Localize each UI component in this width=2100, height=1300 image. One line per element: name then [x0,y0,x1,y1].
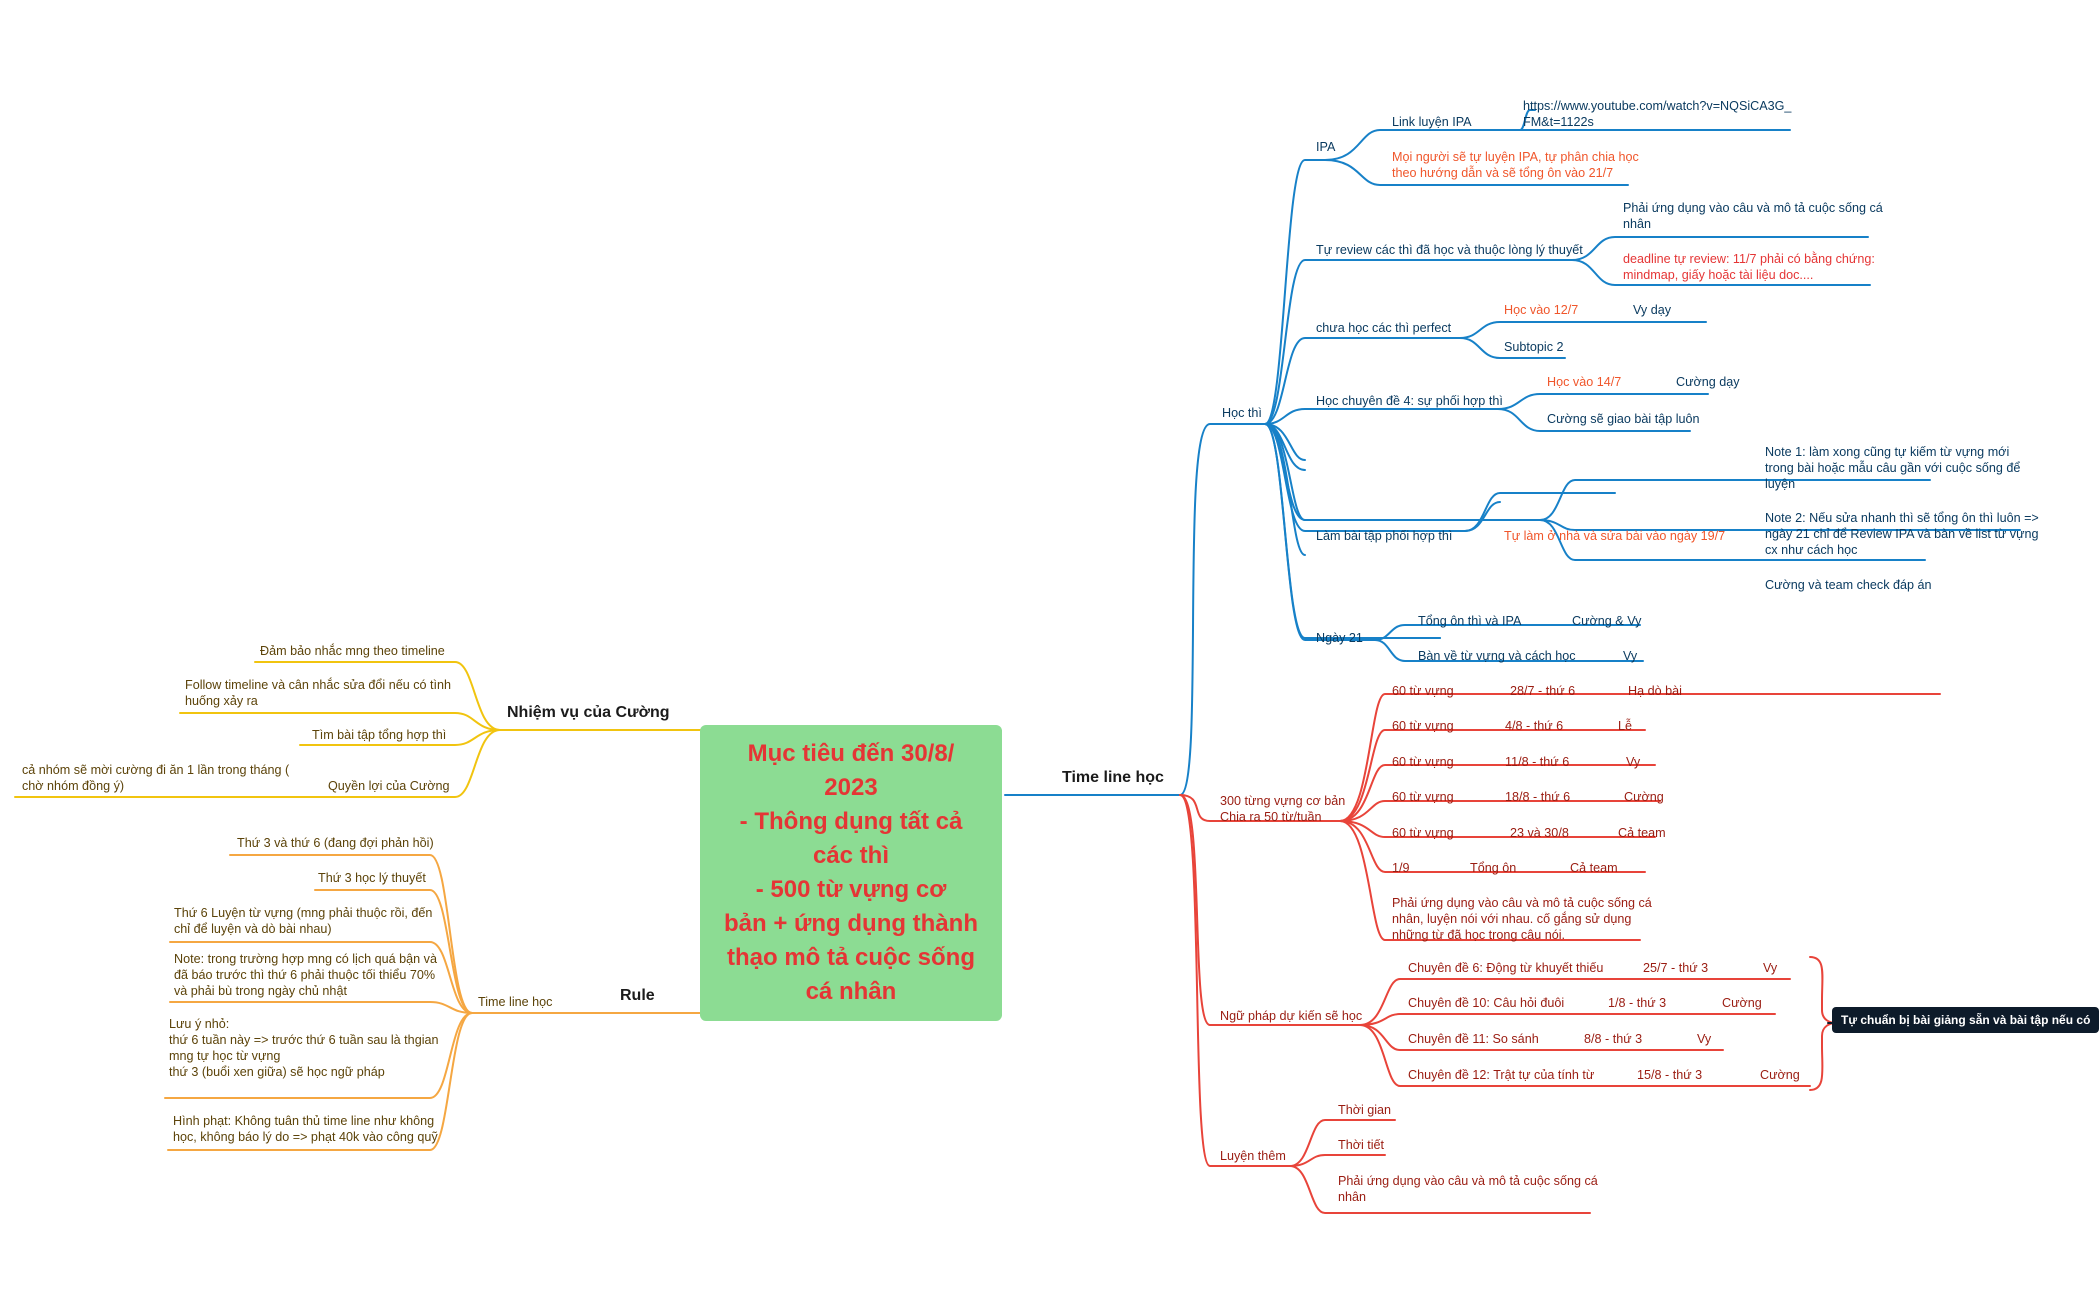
rule-item-6[interactable]: Hình phạt: Không tuân thủ time line như … [173,1114,438,1144]
review-deadline[interactable]: deadline tự review: 11/7 phải có bằng ch… [1623,252,1875,282]
grammar-row-2-who[interactable]: Cường [1722,996,1762,1010]
branch-duty-title[interactable]: Nhiệm vụ của Cường [507,704,670,721]
rule-item-2[interactable]: Thứ 3 học lý thuyết [318,871,426,885]
grammar-summary-tag[interactable]: Tự chuẩn bị bài giảng sẵn và bài tập nếu… [1832,1007,2100,1033]
vocab-row-2-who[interactable]: Lễ [1618,719,1633,733]
ngay-21-who-1[interactable]: Cường & Vy [1572,614,1642,628]
ngay-21-item-2[interactable]: Bàn về từ vựng và cách học [1418,649,1576,663]
vocab-row-6-what[interactable]: Tổng ôn [1470,861,1517,875]
bai-tap-note-3[interactable]: Cường và team check đáp án [1765,578,1932,592]
duty-item-1[interactable]: Đảm bảo nhắc mng theo timeline [260,644,445,658]
duty-item-4[interactable]: Quyền lợi của Cường [328,779,450,793]
vocab-row-5-date[interactable]: 23 và 30/8 [1510,826,1569,840]
branch-rule-title[interactable]: Rule [620,987,655,1004]
topic-bai-tap[interactable]: Làm bài tập phối hợp thì [1316,529,1453,543]
vocab-row-4-count[interactable]: 60 từ vựng [1392,790,1454,804]
vocab-row-1-count[interactable]: 60 từ vựng [1392,684,1454,698]
topic-ngay-21[interactable]: Ngày 21 [1316,631,1363,645]
grammar-row-2-date[interactable]: 1/8 - thứ 3 [1608,996,1667,1010]
grammar-row-4-date[interactable]: 15/8 - thứ 3 [1637,1068,1703,1082]
luyen-them-item-3[interactable]: Phải ứng dụng vào câu và mô tả cuộc sống… [1338,1174,1598,1204]
luyen-them-item-1[interactable]: Thời gian [1338,1103,1392,1117]
vocab-row-3-date[interactable]: 11/8 - thứ 6 [1505,755,1570,769]
vocab-row-3-count[interactable]: 60 từ vựng [1392,755,1454,769]
vocab-row-5-who[interactable]: Cả team [1618,826,1666,840]
ipa-note[interactable]: Mọi người sẽ tự luyện IPA, tự phân chia … [1392,150,1639,180]
grammar-row-1-date[interactable]: 25/7 - thứ 3 [1643,961,1709,975]
ngay-21-who-2[interactable]: Vy [1623,649,1638,663]
chuyen-de-4-date[interactable]: Học vào 14/7 [1547,375,1622,389]
topic-vocab[interactable]: 300 từng vựng cơ bản Chia ra 50 từ/tuần [1220,794,1346,824]
rule-item-3[interactable]: Thứ 6 Luyện từ vựng (mng phải thuộc rồi,… [174,906,433,936]
chuyen-de-4-note[interactable]: Cường sẽ giao bài tập luôn [1547,412,1700,426]
grammar-row-3-who[interactable]: Vy [1697,1032,1712,1046]
topic-grammar[interactable]: Ngữ pháp dự kiến sẽ học [1220,1009,1363,1023]
perfect-who[interactable]: Vy dạy [1633,303,1672,317]
topic-ipa-link[interactable]: Link luyện IPA [1392,115,1472,129]
vocab-row-3-who[interactable]: Vy [1626,755,1641,769]
link-timeline-hocthi [1179,423,1266,796]
grammar-row-4-who[interactable]: Cường [1760,1068,1800,1082]
ngay-21-item-1[interactable]: Tổng ôn thì và IPA [1418,614,1522,628]
vocab-row-4-who[interactable]: Cường [1624,790,1664,804]
bai-tap-note-2[interactable]: Note 2: Nếu sửa nhanh thì sẽ tổng ôn thì… [1765,511,2039,557]
chuyen-de-4-who[interactable]: Cường dạy [1676,375,1740,389]
vocab-apply[interactable]: Phải ứng dụng vào câu và mô tả cuộc sống… [1392,896,1652,942]
vocab-row-6-date[interactable]: 1/9 [1392,861,1410,875]
grammar-row-3-topic[interactable]: Chuyên đề 11: So sánh [1408,1032,1539,1046]
bai-tap-note-1[interactable]: Note 1: làm xong cũng tự kiếm từ vựng mớ… [1765,445,2021,491]
duty-item-2[interactable]: Follow timeline và cân nhắc sửa đổi nếu … [185,678,452,708]
grammar-row-2-topic[interactable]: Chuyên đề 10: Câu hỏi đuôi [1408,996,1565,1010]
grammar-row-1-who[interactable]: Vy [1763,961,1778,975]
rule-sub[interactable]: Time line học [478,995,553,1009]
vocab-row-6-who[interactable]: Cả team [1570,861,1618,875]
perfect-date[interactable]: Học vào 12/7 [1504,303,1579,317]
grammar-row-4-topic[interactable]: Chuyên đề 12: Trật tự của tính từ [1408,1068,1595,1082]
grammar-row-3-date[interactable]: 8/8 - thứ 3 [1584,1032,1643,1046]
duty-benefit[interactable]: cả nhóm sẽ mời cường đi ăn 1 lần trong t… [22,763,290,793]
topic-perfect[interactable]: chưa học các thì perfect [1316,321,1452,335]
bai-tap-self[interactable]: Tự làm ở nhà và sửa bài vào ngày 19/7 [1504,529,1726,543]
topic-review[interactable]: Tự review các thì đã học và thuộc lòng l… [1316,243,1583,257]
topic-luyen-them[interactable]: Luyện thêm [1220,1149,1286,1163]
ipa-url[interactable]: https://www.youtube.com/watch?v=NQSiCA3G… [1523,99,1792,129]
branch-timeline-title[interactable]: Time line học [1062,769,1164,786]
vocab-row-5-count[interactable]: 60 từ vựng [1392,826,1454,840]
vocab-row-2-date[interactable]: 4/8 - thứ 6 [1505,719,1564,733]
vocab-row-1-who[interactable]: Hạ dò bài [1628,684,1682,698]
rule-item-1[interactable]: Thứ 3 và thứ 6 (đang đợi phản hồi) [237,836,434,850]
topic-ipa[interactable]: IPA [1316,140,1336,154]
vocab-row-2-count[interactable]: 60 từ vựng [1392,719,1454,733]
luyen-them-item-2[interactable]: Thời tiết [1338,1138,1385,1152]
grammar-row-1-topic[interactable]: Chuyên đề 6: Động từ khuyết thiếu [1408,961,1604,975]
central-topic[interactable]: Mục tiêu đến 30/8/ 2023 - Thông dụng tất… [700,725,1002,1021]
topic-hoc-thi[interactable]: Học thì [1222,406,1262,420]
perfect-subtopic[interactable]: Subtopic 2 [1504,340,1564,354]
vocab-row-4-date[interactable]: 18/8 - thứ 6 [1505,790,1571,804]
vocab-row-1-date[interactable]: 28/7 - thứ 6 [1510,684,1576,698]
topic-chuyen-de-4[interactable]: Học chuyên đề 4: sự phối hợp thì [1316,394,1503,408]
rule-item-4[interactable]: Note: trong trường hợp mng có lịch quá b… [174,952,437,998]
rule-item-5[interactable]: Lưu ý nhỏ: thứ 6 tuần này => trước thứ 6… [169,1017,439,1079]
central-topic-text: Mục tiêu đến 30/8/ 2023 - Thông dụng tất… [723,740,978,1005]
duty-item-3[interactable]: Tìm bài tập tổng hợp thì [312,728,447,742]
review-apply[interactable]: Phải ứng dụng vào câu và mô tả cuộc sống… [1623,201,1883,231]
